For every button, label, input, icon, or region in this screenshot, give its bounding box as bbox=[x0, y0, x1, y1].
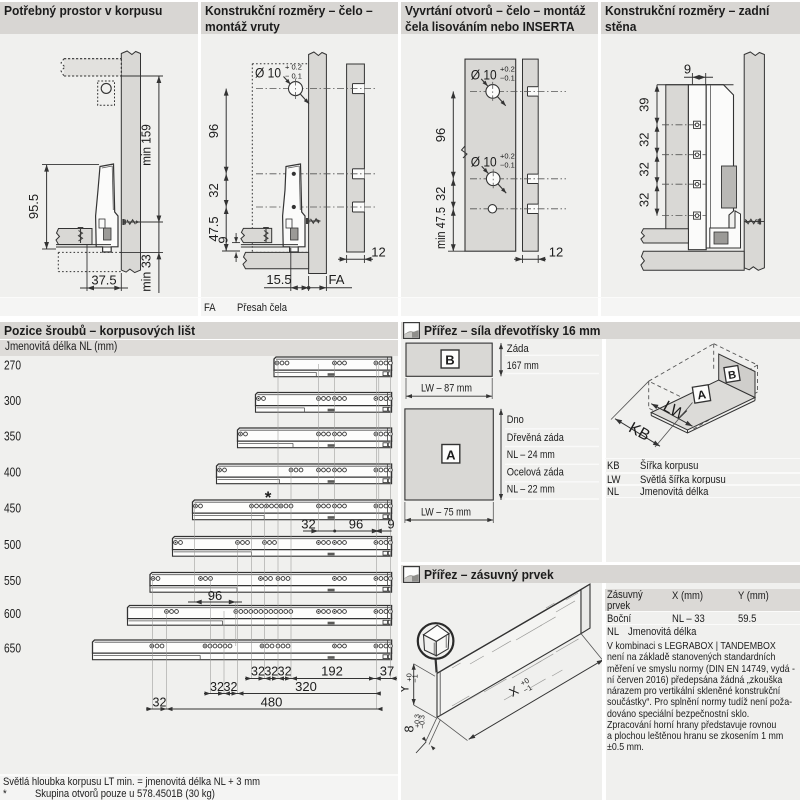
svg-text:550: 550 bbox=[4, 574, 21, 588]
svg-text:32: 32 bbox=[210, 680, 224, 694]
svg-text:32: 32 bbox=[637, 132, 652, 146]
svg-text:*: * bbox=[265, 488, 272, 507]
svg-text:32: 32 bbox=[206, 183, 221, 197]
svg-text:320: 320 bbox=[295, 679, 317, 694]
svg-text:−0.1: −0.1 bbox=[500, 161, 515, 170]
svg-text:12: 12 bbox=[549, 245, 563, 260]
svg-text:32: 32 bbox=[264, 665, 278, 679]
svg-text:NL – 22 mm: NL – 22 mm bbox=[507, 484, 555, 496]
svg-text:Ø 10: Ø 10 bbox=[255, 66, 281, 81]
svg-text:500: 500 bbox=[4, 538, 21, 552]
svg-text:37.5: 37.5 bbox=[91, 273, 116, 288]
svg-text:min 33: min 33 bbox=[139, 254, 154, 292]
svg-text:FA: FA bbox=[329, 272, 345, 287]
svg-text:9: 9 bbox=[216, 236, 231, 243]
svg-text:Y: Y bbox=[401, 684, 412, 693]
svg-text:37: 37 bbox=[380, 664, 394, 679]
svg-text:96: 96 bbox=[206, 124, 221, 138]
svg-text:LW – 87 mm: LW – 87 mm bbox=[421, 382, 472, 394]
svg-text:650: 650 bbox=[4, 642, 21, 656]
svg-text:+ 0.2: + 0.2 bbox=[285, 63, 302, 72]
svg-text:LW – 75 mm: LW – 75 mm bbox=[421, 506, 471, 518]
svg-text:KB: KB bbox=[626, 419, 653, 444]
svg-text:96: 96 bbox=[208, 588, 222, 603]
svg-text:8: 8 bbox=[403, 725, 417, 732]
svg-text:Záda: Záda bbox=[507, 343, 530, 355]
svg-text:600: 600 bbox=[4, 607, 21, 621]
svg-text:96: 96 bbox=[433, 128, 448, 142]
svg-text:NL – 24 mm: NL – 24 mm bbox=[507, 449, 555, 461]
svg-text:A: A bbox=[446, 448, 456, 463]
svg-text:Ø 10: Ø 10 bbox=[471, 68, 497, 83]
svg-text:9: 9 bbox=[387, 517, 394, 532]
svg-text:− 0.1: − 0.1 bbox=[285, 72, 302, 81]
svg-text:32: 32 bbox=[251, 665, 265, 679]
svg-text:32: 32 bbox=[224, 680, 238, 694]
svg-text:+0: +0 bbox=[519, 676, 531, 688]
svg-text:15.5: 15.5 bbox=[266, 272, 291, 287]
svg-text:350: 350 bbox=[4, 430, 21, 444]
svg-text:Dřevěná záda: Dřevěná záda bbox=[507, 432, 565, 444]
svg-text:32: 32 bbox=[637, 162, 652, 176]
svg-text:300: 300 bbox=[4, 394, 21, 408]
svg-text:400: 400 bbox=[4, 466, 21, 480]
svg-text:32: 32 bbox=[153, 695, 167, 709]
svg-text:32: 32 bbox=[637, 193, 652, 207]
svg-text:192: 192 bbox=[321, 664, 343, 679]
svg-text:9: 9 bbox=[684, 62, 691, 77]
svg-text:−0.3: −0.3 bbox=[420, 715, 427, 729]
svg-text:32: 32 bbox=[433, 187, 448, 201]
svg-text:32: 32 bbox=[301, 517, 315, 532]
svg-text:167 mm: 167 mm bbox=[507, 360, 539, 372]
svg-text:−1: −1 bbox=[411, 674, 420, 683]
svg-text:Dno: Dno bbox=[507, 414, 524, 426]
svg-text:480: 480 bbox=[261, 694, 283, 709]
svg-text:+0: +0 bbox=[405, 673, 414, 682]
svg-text:+0.2: +0.2 bbox=[500, 152, 515, 161]
svg-text:47.5: 47.5 bbox=[206, 216, 221, 241]
svg-text:−1: −1 bbox=[522, 683, 534, 695]
svg-text:270: 270 bbox=[4, 359, 21, 373]
svg-text:A: A bbox=[696, 387, 707, 402]
svg-text:min 47.5: min 47.5 bbox=[433, 207, 448, 249]
svg-text:+0.3: +0.3 bbox=[415, 714, 422, 728]
svg-text:95.5: 95.5 bbox=[26, 194, 41, 219]
svg-text:+0.2: +0.2 bbox=[500, 65, 515, 74]
svg-text:Ocelová záda: Ocelová záda bbox=[507, 467, 565, 479]
svg-text:12: 12 bbox=[371, 245, 385, 260]
svg-text:32: 32 bbox=[278, 665, 292, 679]
svg-text:−0.1: −0.1 bbox=[500, 74, 515, 83]
svg-text:450: 450 bbox=[4, 502, 21, 516]
svg-text:Ø 10: Ø 10 bbox=[471, 155, 497, 170]
svg-text:B: B bbox=[727, 369, 737, 382]
svg-text:39: 39 bbox=[637, 97, 652, 111]
svg-text:96: 96 bbox=[349, 517, 363, 532]
svg-text:min 159: min 159 bbox=[139, 124, 154, 166]
svg-text:B: B bbox=[445, 353, 454, 368]
